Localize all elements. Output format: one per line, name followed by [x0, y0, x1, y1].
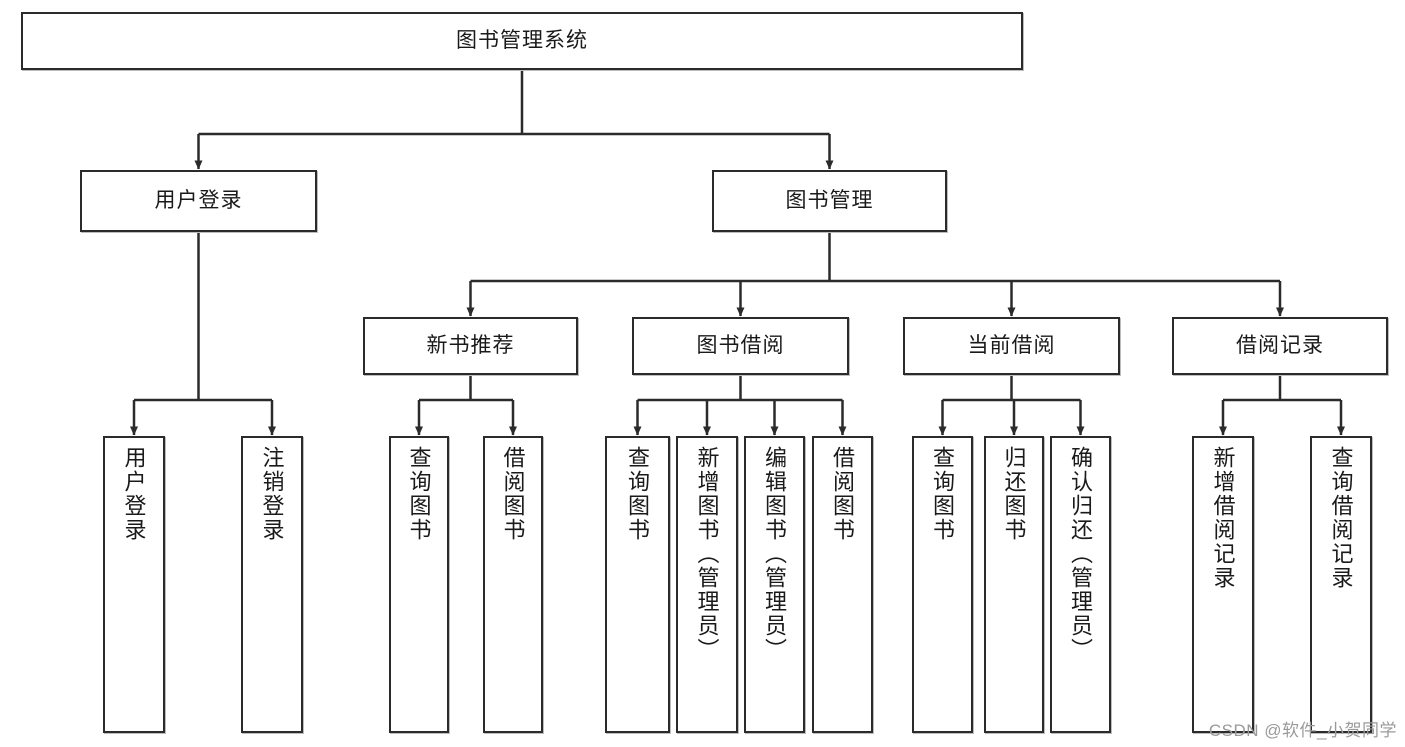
node-records[interactable]: 借阅记录 — [1172, 317, 1388, 375]
node-borrow[interactable]: 图书借阅 — [632, 317, 849, 375]
node-l_login[interactable]: 用户登录 — [103, 436, 165, 733]
watermark: CSDN @软件_小贺同学 — [1208, 721, 1397, 740]
node-current[interactable]: 当前借阅 — [903, 317, 1120, 375]
node-l_rc_query[interactable]: 查询借阅记录 — [1310, 436, 1372, 733]
node-l_nb_borrow[interactable]: 借阅图书 — [483, 436, 543, 733]
node-l_cu_return[interactable]: 归还图书 — [984, 436, 1044, 733]
node-bookmgmt[interactable]: 图书管理 — [712, 170, 947, 232]
node-label: 新增借阅记录 — [1210, 446, 1236, 590]
edge-group — [130, 70, 1345, 436]
node-label: 借阅图书 — [830, 446, 856, 542]
node-label: 查询图书 — [625, 446, 651, 542]
node-label: 查询图书 — [930, 446, 956, 542]
node-label: 借阅图书 — [500, 446, 526, 542]
node-label: 用户登录 — [154, 188, 243, 212]
node-newbooks[interactable]: 新书推荐 — [363, 317, 578, 375]
node-label: 查询图书 — [406, 446, 432, 542]
node-l_cu_conf[interactable]: 确认归还（管理员） — [1050, 436, 1111, 733]
node-label: 借阅记录 — [1236, 333, 1324, 357]
node-label: 归还图书 — [1001, 446, 1027, 542]
node-root[interactable]: 图书管理系统 — [21, 12, 1023, 70]
node-label: 注销登录 — [259, 446, 285, 542]
node-l_logout[interactable]: 注销登录 — [241, 436, 303, 733]
node-l_nb_query[interactable]: 查询图书 — [389, 436, 449, 733]
node-l_bw_edit[interactable]: 编辑图书（管理员） — [744, 436, 805, 733]
node-label: 确认归还（管理员） — [1068, 446, 1094, 662]
node-login[interactable]: 用户登录 — [80, 170, 317, 232]
node-label: 图书借阅 — [696, 333, 785, 357]
node-label: 图书管理 — [785, 188, 874, 212]
node-l_bw_add[interactable]: 新增图书（管理员） — [676, 436, 738, 733]
node-l_bw_query[interactable]: 查询图书 — [605, 436, 670, 733]
node-label: 当前借阅 — [967, 333, 1056, 357]
node-label: 图书管理系统 — [456, 28, 588, 52]
node-label: 查询借阅记录 — [1328, 446, 1354, 590]
node-label: 编辑图书（管理员） — [762, 446, 788, 662]
node-label: 新增图书（管理员） — [694, 446, 720, 662]
node-label: 新书推荐 — [426, 333, 515, 357]
node-l_bw_lend[interactable]: 借阅图书 — [812, 436, 873, 733]
node-l_rc_add[interactable]: 新增借阅记录 — [1192, 436, 1254, 733]
node-l_cu_query[interactable]: 查询图书 — [912, 436, 973, 733]
node-label: 用户登录 — [121, 446, 147, 542]
